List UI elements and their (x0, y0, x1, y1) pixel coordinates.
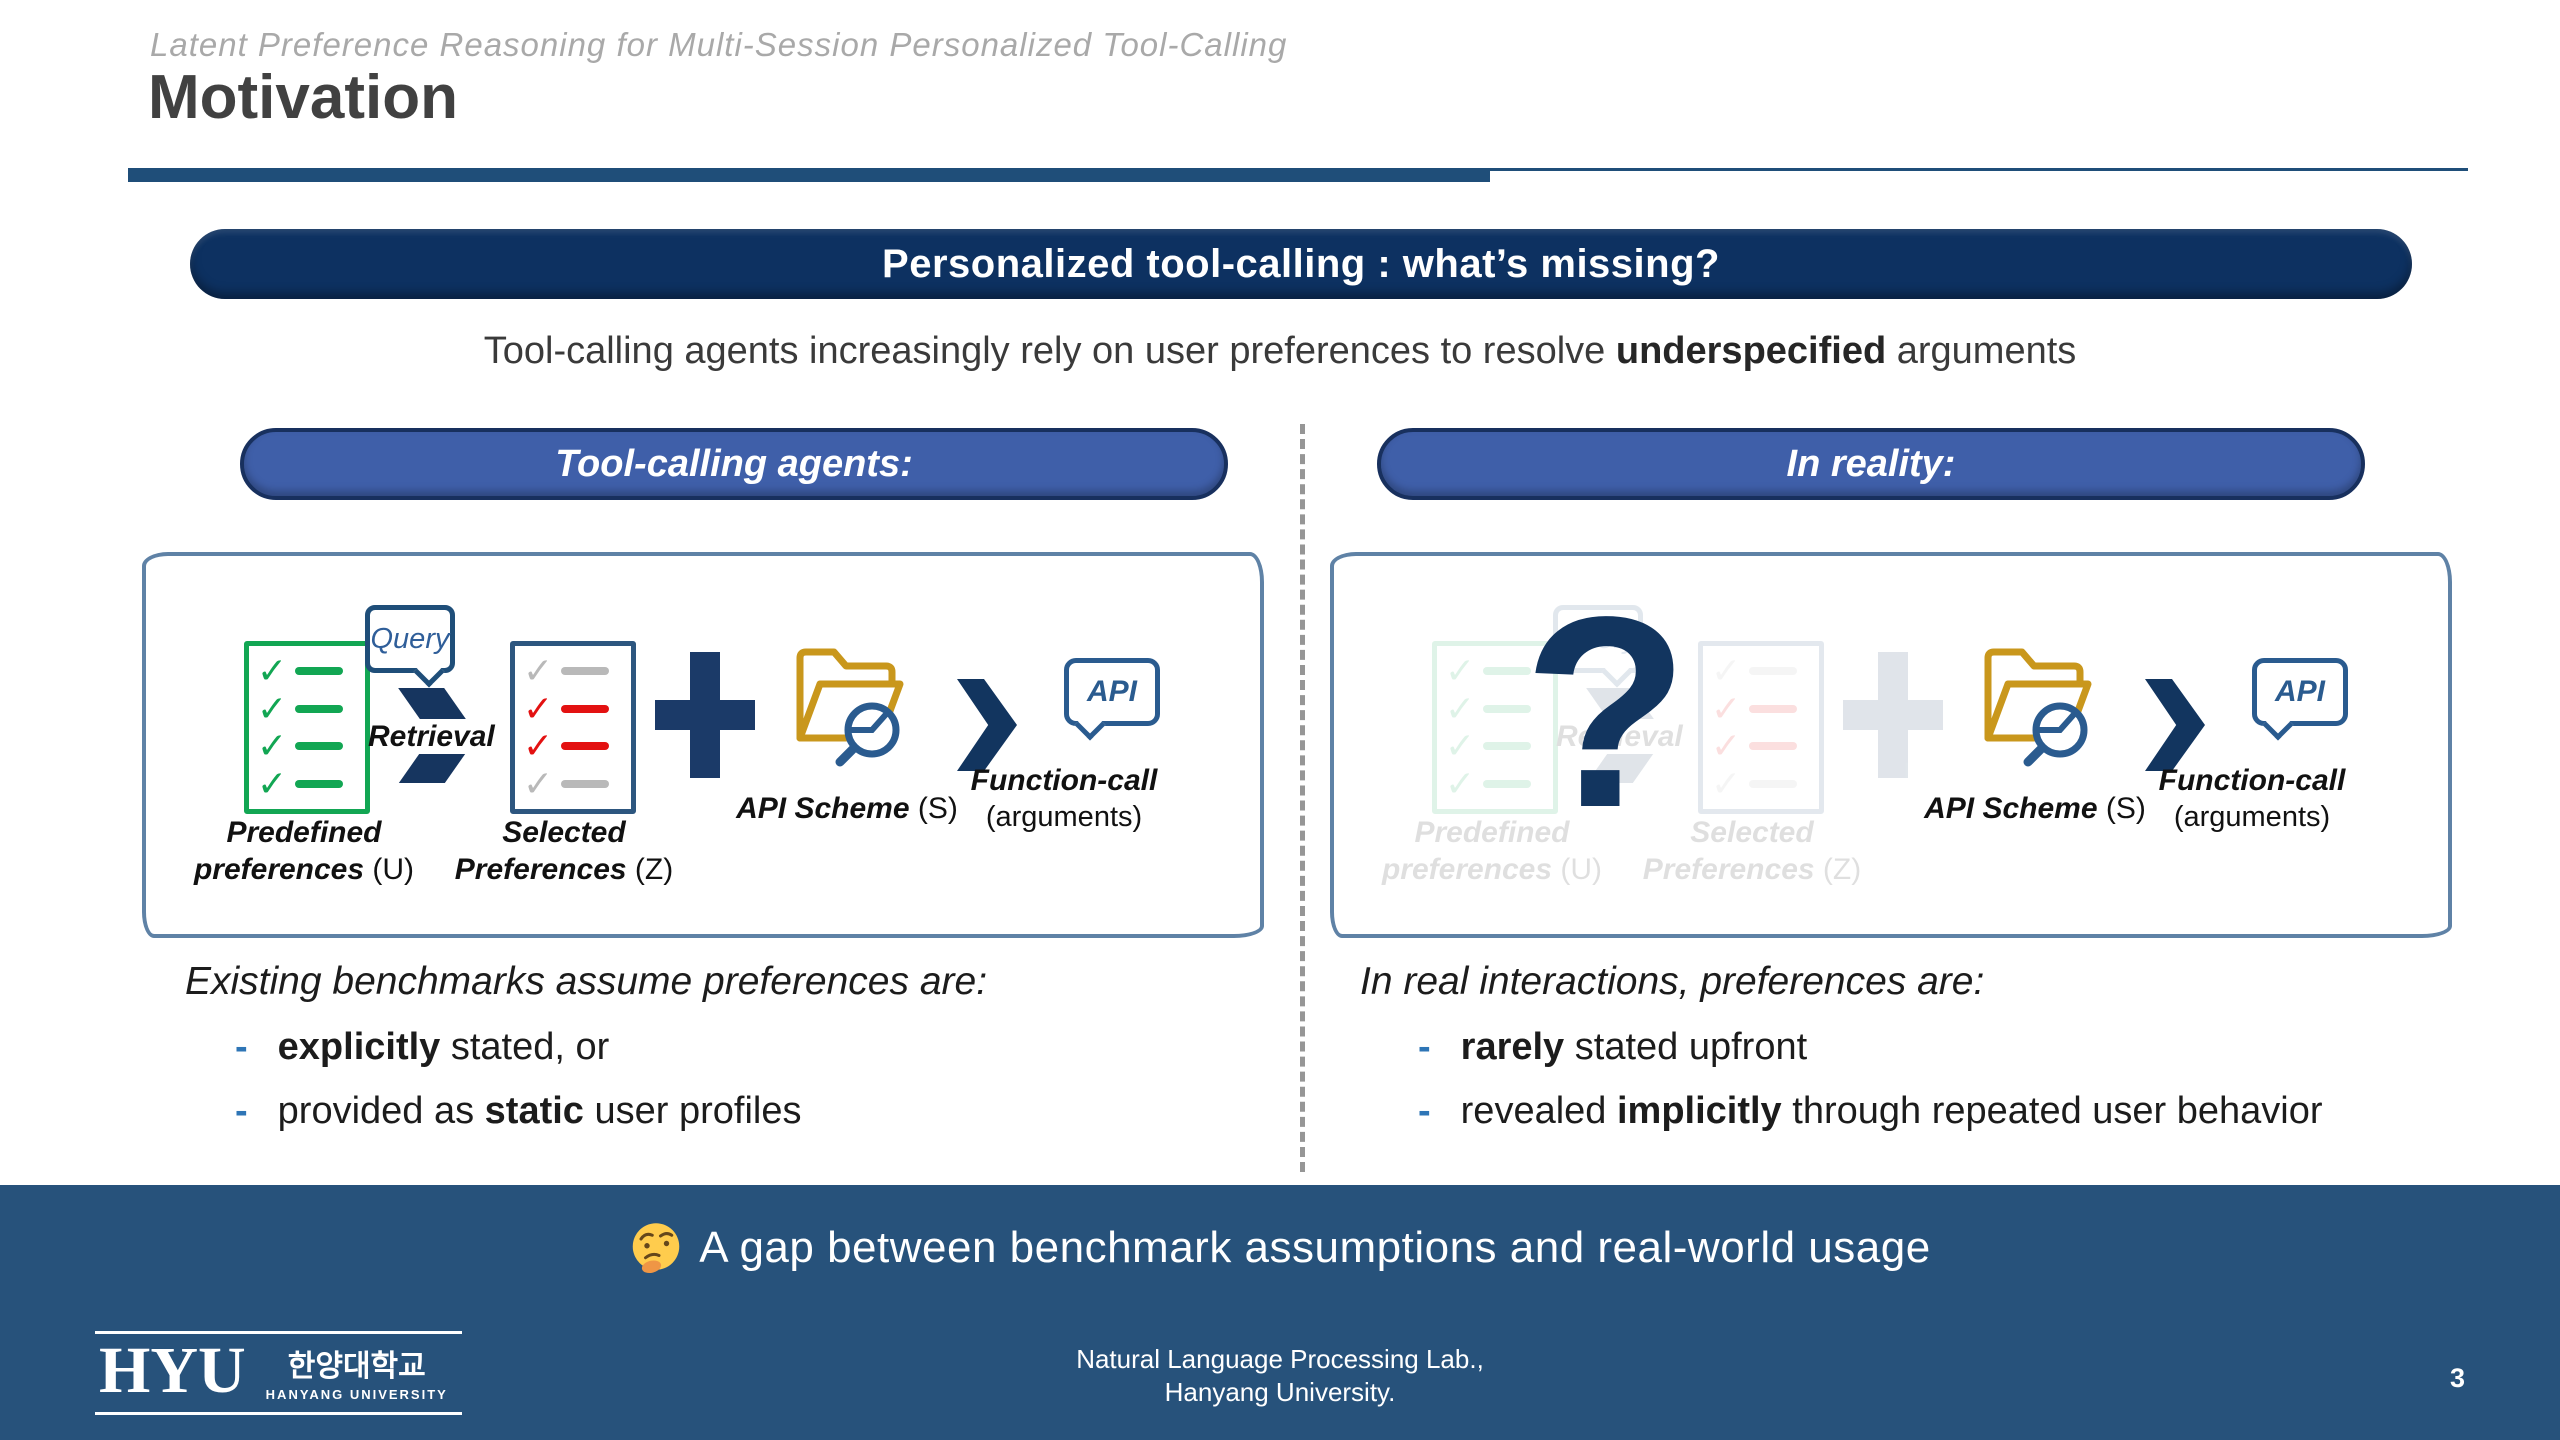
pill-right-label: In reality: (1786, 442, 1956, 485)
bullet-dash: - (1418, 1090, 1431, 1132)
question-mark: ? (1522, 560, 1690, 864)
page-number: 3 (2450, 1363, 2466, 1393)
pill-in-reality: In reality: (1377, 428, 2365, 500)
api-bubble-label: API (1086, 675, 1137, 708)
subtitle: Tool-calling agents increasingly rely on… (0, 330, 2560, 373)
pill-tool-calling-agents: Tool-calling agents: (240, 428, 1228, 500)
folder-magnifier-icon (1984, 648, 2092, 767)
left-bullet-1: - explicitly stated, or (235, 1026, 610, 1068)
tool-calling-agents-box: Query Retrieval API Predefined preferenc… (142, 552, 1264, 938)
retrieval-arrow-icon (398, 754, 466, 783)
hyu-logo-korean: 한양대학교 (287, 1349, 426, 1383)
subtitle-bold: underspecified (1615, 330, 1887, 372)
bottom-bar: A gap between benchmark assumptions and … (0, 1185, 2560, 1440)
hyu-logo-acronym: HYU (99, 1334, 246, 1407)
bullet-dash: - (1418, 1026, 1431, 1068)
selected-preferences-label: Selected Preferences (Z) (454, 816, 674, 886)
faded-pipeline-group: Query Retrieval Predefined preferences (… (1334, 556, 2448, 934)
left-bullet-2: - provided as static user profiles (235, 1090, 802, 1132)
selected-checklist-icon (510, 641, 636, 814)
api-scheme-label: API Scheme (S) (1924, 792, 2146, 825)
title-underline-thick (128, 168, 1490, 182)
in-reality-box: Query Retrieval Predefined preferences (… (1330, 552, 2452, 938)
thinking-face-emoji (633, 1223, 680, 1274)
hyu-logo-english: HANYANG UNIVERSITY (265, 1386, 448, 1402)
api-bubble-icon: API (2252, 658, 2348, 726)
selected-preferences-label: Selected Preferences (Z) (1642, 816, 1862, 886)
green-checklist-icon (244, 641, 370, 814)
pill-left-label: Tool-calling agents: (555, 442, 913, 485)
predefined-preferences-label: Predefined preferences (U) (1381, 816, 1603, 886)
page-title: Motivation (148, 63, 458, 132)
predefined-preferences-label: Predefined preferences (U) (193, 816, 415, 886)
bullet-dash: - (235, 1090, 248, 1132)
title-underline-thin (1490, 168, 2468, 171)
plus-icon (1843, 652, 1943, 778)
bullet-dash: - (235, 1026, 248, 1068)
api-bubble-icon: API (1064, 658, 1160, 726)
hyu-logo: HYU 한양대학교 HANYANG UNIVERSITY (95, 1331, 462, 1415)
retrieval-arrow-icon (398, 688, 466, 719)
left-claim: Existing benchmarks assume preferences a… (185, 960, 988, 1003)
function-call-label: Function-call (arguments) (2158, 764, 2346, 833)
chevron-right-icon (957, 679, 1017, 771)
affiliation: Natural Language Processing Lab., Hanyan… (1076, 1344, 1484, 1407)
right-bullet-1: - rarely stated upfront (1418, 1026, 1808, 1068)
banner-pill: Personalized tool-calling : what’s missi… (190, 229, 2412, 299)
green-checklist-icon (1432, 641, 1558, 814)
gap-statement: A gap between benchmark assumptions and … (0, 1221, 2560, 1275)
subtitle-pre: Tool-calling agents increasingly rely on… (483, 330, 1616, 372)
query-label: Query (370, 622, 450, 655)
banner-text: Personalized tool-calling : what’s missi… (882, 241, 1720, 286)
query-bubble-icon: Query (1553, 605, 1643, 673)
retrieval-label: Retrieval (368, 720, 495, 753)
gap-text: A gap between benchmark assumptions and … (699, 1223, 1931, 1272)
api-scheme-label: API Scheme (S) (736, 792, 958, 825)
right-bullet-2: - revealed implicitly through repeated u… (1418, 1090, 2323, 1132)
query-bubble-icon: Query (365, 605, 455, 673)
dashed-divider (1300, 424, 1305, 1172)
deck-title: Latent Preference Reasoning for Multi-Se… (150, 26, 1288, 63)
plus-icon (655, 652, 755, 778)
right-claim: In real interactions, preferences are: (1360, 960, 1985, 1003)
function-call-label: Function-call (arguments) (970, 764, 1158, 833)
subtitle-post: arguments (1886, 330, 2077, 372)
selected-checklist-icon (1698, 641, 1824, 814)
folder-magnifier-icon (796, 648, 904, 767)
